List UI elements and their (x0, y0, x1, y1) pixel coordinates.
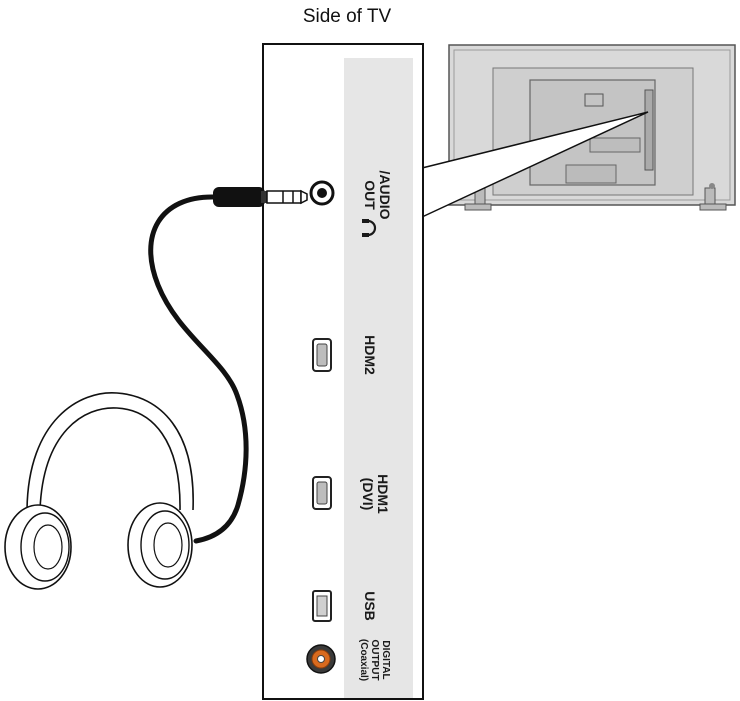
tv-rear-view (448, 44, 736, 211)
cable-line (148, 194, 249, 544)
headphone-icon (362, 219, 377, 237)
zoom-wedge (421, 111, 649, 218)
coaxial-pin (317, 655, 325, 663)
headphone-cable (148, 194, 249, 544)
hdmi1-label: HDM1 (DVI) (360, 474, 391, 514)
tv-rear-stand-mount (565, 164, 617, 184)
digital-output-label-line3: (Coaxial) (358, 639, 369, 681)
audio-out-port (309, 180, 335, 206)
usb-label: USB (362, 591, 378, 621)
usb-port-inner (316, 595, 328, 617)
right-ear-cup (127, 502, 193, 588)
audio-plug (213, 187, 308, 207)
side-panel (262, 43, 424, 700)
left-ear-cup (4, 504, 72, 590)
usb-label-line1: USB (362, 591, 378, 621)
plug-collar (261, 191, 267, 203)
digital-output-label-line1: DIGITAL (380, 640, 391, 679)
hdmi2-label-line1: HDM2 (362, 335, 378, 375)
zoom-callout (421, 111, 649, 218)
digital-output-label: DIGITAL OUTPUT (Coaxial) (358, 639, 391, 681)
hdmi2-port-inner (316, 343, 328, 367)
plug-sleeve (266, 190, 302, 204)
headphones (4, 392, 194, 590)
usb-port (312, 590, 332, 622)
label-strip (344, 58, 413, 698)
headband-outer (26, 392, 194, 511)
hdmi1-label-line2: (DVI) (360, 478, 376, 511)
tv-rear-screw (709, 183, 715, 189)
audio-jack-hole (317, 188, 327, 198)
tv-rear-logo-plate (584, 93, 604, 107)
coaxial-port (306, 644, 336, 674)
diagram-title: Side of TV (302, 6, 392, 27)
digital-output-label-line2: OUTPUT (369, 639, 380, 680)
audio-out-label-line2: OUT (362, 180, 378, 210)
tv-rear-side-ports (644, 89, 654, 171)
plug-body (213, 187, 265, 207)
headband-inner (39, 407, 181, 511)
hdmi2-port (312, 338, 332, 372)
audio-out-label-line1: /AUDIO (377, 171, 393, 220)
tv-foot-right-base (699, 203, 727, 211)
hdmi1-port (312, 476, 332, 510)
tv-rear-vent (589, 137, 641, 153)
hdmi1-port-inner (316, 481, 328, 505)
audio-out-label: /AUDIO OUT (362, 171, 393, 237)
tv-rear-bezel (453, 49, 731, 201)
hdmi2-label: HDM2 (362, 335, 378, 375)
tv-foot-left-base (464, 203, 492, 211)
hdmi1-label-line1: HDM1 (375, 474, 391, 514)
plug-tip (300, 189, 308, 205)
